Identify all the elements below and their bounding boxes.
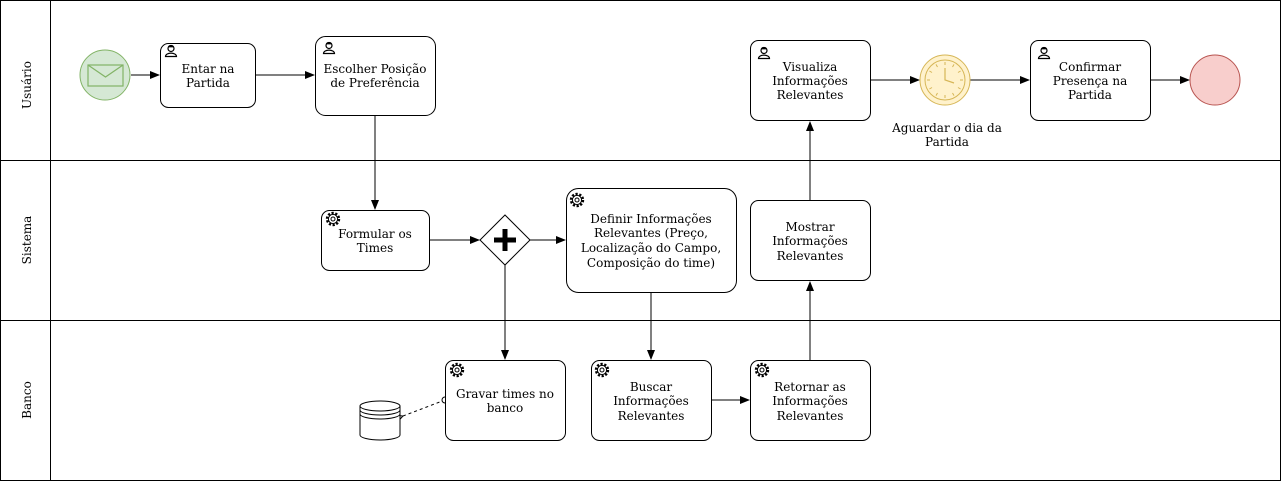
clock-tick xyxy=(952,92,955,96)
clock-tick xyxy=(957,70,961,73)
lane-labels: Usuário Sistema Banco xyxy=(20,61,34,419)
data-store[interactable] xyxy=(359,400,401,441)
clock-tick xyxy=(929,87,933,90)
task-label-line: Mostrar xyxy=(785,220,834,234)
task-label-line: de Preferência xyxy=(330,76,419,90)
clock-tick xyxy=(935,64,938,68)
task-label-line: Gravar times no xyxy=(456,387,554,401)
task-label-line: Relevantes xyxy=(777,249,844,263)
task-label-line: Retornar as xyxy=(774,380,846,394)
task-label-line: Relevantes xyxy=(777,88,844,102)
task-label-line: Escolher Posição xyxy=(324,62,427,76)
clock-icon xyxy=(927,62,963,98)
task-label-line: Definir Informações xyxy=(590,212,711,226)
lane-label-usuario: Usuário xyxy=(20,61,34,109)
task-label-line: Informações xyxy=(613,394,689,408)
task-label-line: Informações xyxy=(772,394,848,408)
task-label-line: Visualiza xyxy=(782,60,838,74)
timer-event[interactable] xyxy=(919,54,971,106)
envelope-icon xyxy=(87,64,124,87)
task-label-line: Relevantes (Preço, xyxy=(594,226,708,240)
task-label-line: banco xyxy=(487,401,524,415)
clock-tick xyxy=(957,87,961,90)
task-label-line: Relevantes xyxy=(777,409,844,423)
parallel-gateway[interactable] xyxy=(479,214,531,266)
task-label-line: Informações xyxy=(772,234,848,248)
task-label-line: Partida xyxy=(186,76,230,90)
end-event[interactable] xyxy=(1189,54,1241,106)
task-label-line: Relevantes xyxy=(618,409,685,423)
lane-label-sistema: Sistema xyxy=(20,216,34,265)
plus-icon xyxy=(494,229,516,251)
task-label-line: Times xyxy=(357,241,393,255)
timer-label-line-2: Partida xyxy=(925,135,969,149)
task-label-line: Formular os xyxy=(338,227,412,241)
clock-tick xyxy=(935,92,938,96)
timer-label-line-1: Aguardar o dia da xyxy=(891,121,1002,135)
task-label-line: Localização do Campo, xyxy=(581,241,721,255)
clock-tick xyxy=(952,64,955,68)
task-label-line: Presença na xyxy=(1053,74,1127,88)
sequence-flows xyxy=(131,71,1190,404)
task-label-line: Composição do time) xyxy=(587,256,715,270)
task-label-line: Informações xyxy=(772,74,848,88)
clock-hands xyxy=(944,68,955,84)
task-label-line: Buscar xyxy=(630,380,673,394)
clock-tick xyxy=(929,70,933,73)
task-label-line: Confirmar xyxy=(1059,60,1121,74)
start-message-event[interactable] xyxy=(79,49,131,101)
lane-label-banco: Banco xyxy=(20,381,34,419)
task-label-line: Partida xyxy=(1068,88,1112,102)
task-label-line: Entar na xyxy=(182,62,235,76)
